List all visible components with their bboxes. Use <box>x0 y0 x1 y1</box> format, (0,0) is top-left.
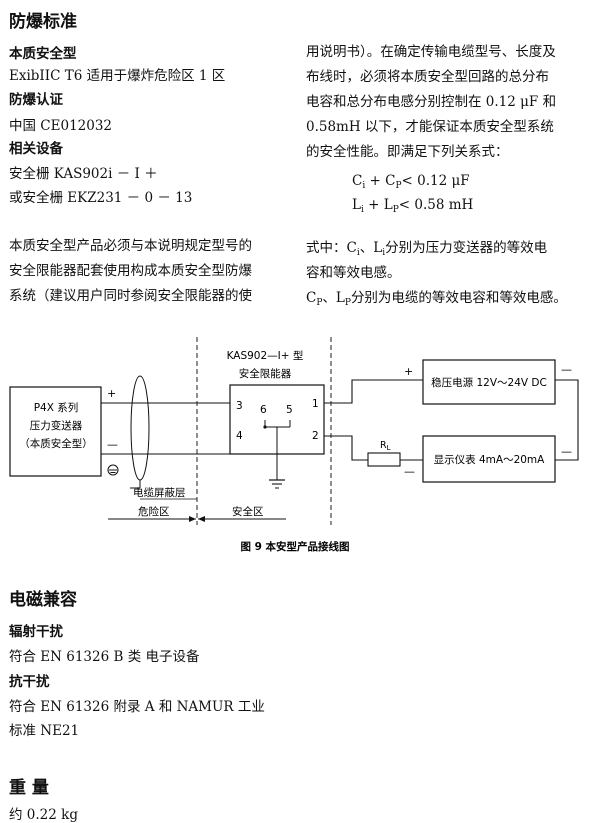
section-title-emc: 电磁兼容 <box>9 590 77 610</box>
hazardous-area-label: 危险区 <box>138 505 170 518</box>
paragraph-right-bottom-line-2: 容和等效电感。 <box>306 265 401 281</box>
cable-shield-label: 电缆屏蔽层 <box>133 486 186 499</box>
immunity-heading: 抗干扰 <box>9 674 50 690</box>
transmitter-label-3: （本质安全型） <box>19 437 93 450</box>
transmitter-box <box>9 386 102 477</box>
section-title-weight: 重 量 <box>9 778 49 798</box>
paragraph-right-line-3: 电容和总分布电感分别控制在 0.12 μF 和 <box>306 94 557 110</box>
display-meter-label: 显示仪表 4mA～20mA <box>434 453 546 466</box>
related-equipment-line-2: 或安全栅 EKZ231 － 0 － 13 <box>9 190 193 206</box>
minus-sign-left: — <box>107 438 118 451</box>
immunity-line-2: 标准 NE21 <box>9 723 80 739</box>
section-title-explosion-proof: 防爆标准 <box>9 12 77 32</box>
radiation-heading: 辐射干扰 <box>9 624 63 640</box>
cable-shield-ellipse <box>130 375 150 481</box>
paragraph-right-line-2: 布线时，必须将本质安全型回路的总分布 <box>306 69 549 85</box>
wire-to-resistor <box>324 435 368 461</box>
paragraph-right-bottom-line-1: 式中：Ci、Li分别为压力变送器的等效电 <box>306 240 548 258</box>
paragraph-right-line-4: 0.58mH 以下，才能保证本质安全型系统 <box>306 119 554 135</box>
paragraph-left-line-2: 安全限能器配套使用构成本质安全型防爆 <box>9 263 252 279</box>
wiring-diagram: P4X 系列 压力变送器 （本质安全型） + — KAS902—I+ 型 安全限… <box>9 337 579 553</box>
paragraph-left-line-3: 系统（建议用户同时参阅安全限能器的使 <box>9 288 252 304</box>
paragraph-left-line-1: 本质安全型产品必须与本说明规定型号的 <box>9 238 252 254</box>
terminal-1-label: 1 <box>312 398 319 410</box>
certification-line: 中国 CE012032 <box>9 118 113 134</box>
barrier-title-1: KAS902—I+ 型 <box>227 349 304 362</box>
terminal-4-label: 4 <box>236 430 243 442</box>
formula-inductance: Li + LP< 0.58 mH <box>352 197 474 215</box>
related-equipment-line-1: 安全栅 KAS902i － I ＋ <box>9 166 158 182</box>
transmitter-label-1: P4X 系列 <box>34 401 79 414</box>
paragraph-right-line-5: 的安全性能。即满足下列关系式： <box>306 144 509 160</box>
terminal-5-label: 5 <box>286 404 293 416</box>
load-resistor <box>367 452 401 467</box>
safe-area-label: 安全区 <box>232 505 264 518</box>
terminal-6-label: 6 <box>260 404 267 416</box>
immunity-line-1: 符合 EN 61326 附录 A 和 NAMUR 工业 <box>9 699 265 715</box>
minus-sign-display: — <box>561 445 572 458</box>
certification-heading: 防爆认证 <box>9 92 63 108</box>
figure-caption: 图 9 本安型产品接线图 <box>240 540 349 553</box>
plus-sign-left: + <box>107 387 116 400</box>
power-supply-box <box>422 359 556 405</box>
terminal-3-label: 3 <box>236 400 243 412</box>
minus-sign-power: — <box>561 363 572 376</box>
intrinsic-safety-heading: 本质安全型 <box>9 46 77 62</box>
return-wire <box>555 379 579 461</box>
power-supply-label: 稳压电源 12V～24V DC <box>431 376 547 389</box>
formula-capacitance: Ci + CP< 0.12 μF <box>352 173 470 191</box>
weight-value: 约 0.22 kg <box>9 807 78 823</box>
display-meter-box <box>422 435 556 483</box>
intrinsic-safety-line: ExibIIC T6 适用于爆炸危险区 1 区 <box>9 68 226 84</box>
barrier-title-2: 安全限能器 <box>239 367 292 380</box>
plus-sign-right: + <box>404 365 413 378</box>
transmitter-label-2: 压力变送器 <box>30 419 83 432</box>
ground-icon-transmitter <box>107 464 119 476</box>
resistor-label: RL <box>380 440 391 452</box>
terminal-2-label: 2 <box>312 430 319 442</box>
paragraph-right-line-1: 用说明书）。在确定传输电缆型号、长度及 <box>306 44 556 60</box>
minus-sign-display-in: — <box>404 465 415 478</box>
paragraph-right-bottom-line-3: CP、LP分别为电缆的等效电容和等效电感。 <box>306 290 567 308</box>
wire-to-power-positive <box>324 379 423 404</box>
radiation-line: 符合 EN 61326 B 类 电子设备 <box>9 649 200 665</box>
related-equipment-heading: 相关设备 <box>9 141 63 157</box>
